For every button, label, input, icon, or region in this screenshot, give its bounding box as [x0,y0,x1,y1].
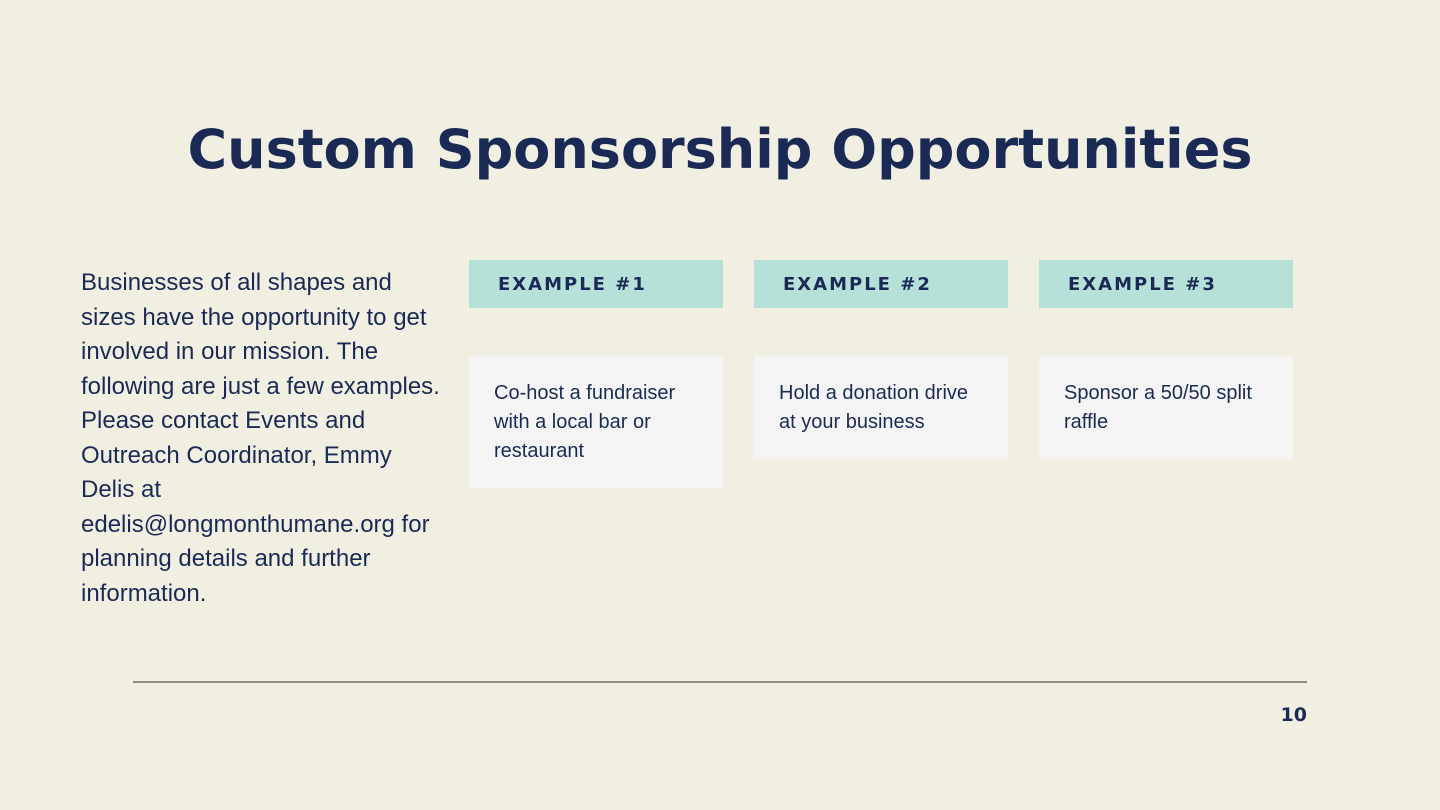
example-column-3: EXAMPLE #3 Sponsor a 50/50 split raffle [1039,260,1293,459]
example-column-2: EXAMPLE #2 Hold a donation drive at your… [754,260,1008,459]
page-number: 10 [1280,704,1307,726]
example-body-2: Hold a donation drive at your business [754,356,1008,459]
footer-divider [133,681,1307,683]
example-header-3: EXAMPLE #3 [1039,260,1293,308]
slide-title: Custom Sponsorship Opportunities [187,118,1253,181]
example-body-1: Co-host a fundraiser with a local bar or… [469,356,723,488]
example-column-1: EXAMPLE #1 Co-host a fundraiser with a l… [469,260,723,488]
example-header-2: EXAMPLE #2 [754,260,1008,308]
example-body-3: Sponsor a 50/50 split raffle [1039,356,1293,459]
example-header-1: EXAMPLE #1 [469,260,723,308]
intro-paragraph: Businesses of all shapes and sizes have … [81,269,440,607]
